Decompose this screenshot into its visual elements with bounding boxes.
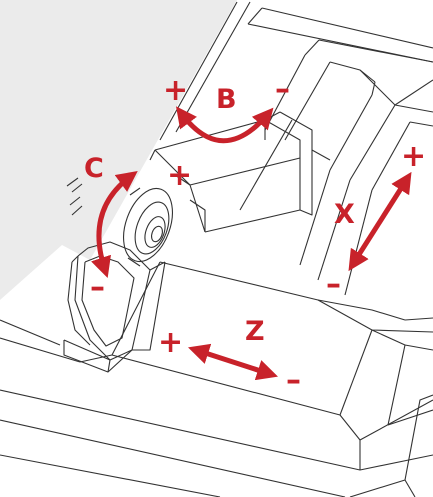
- axis-arrows: [91, 106, 412, 381]
- c-axis-label: C: [84, 153, 104, 184]
- x-axis-minus: –: [326, 267, 341, 302]
- z-axis-plus: +: [158, 325, 183, 360]
- z-axis-arrow: [188, 343, 278, 381]
- b-axis-arrow: [175, 106, 274, 144]
- c-axis-arrow: [91, 171, 138, 278]
- c-axis-plus: +: [167, 158, 192, 193]
- x-axis-plus: +: [401, 139, 426, 174]
- z-axis-minus: –: [286, 363, 301, 398]
- z-axis-label: Z: [245, 316, 265, 347]
- c-axis-minus: –: [90, 270, 105, 305]
- x-axis-arrow: [348, 171, 412, 272]
- axis-labels: B + – C + – X + – Z + –: [84, 72, 426, 398]
- b-axis-minus: –: [275, 72, 290, 107]
- b-axis-plus: +: [163, 73, 188, 108]
- x-axis-label: X: [334, 199, 355, 230]
- b-axis-label: B: [216, 84, 237, 115]
